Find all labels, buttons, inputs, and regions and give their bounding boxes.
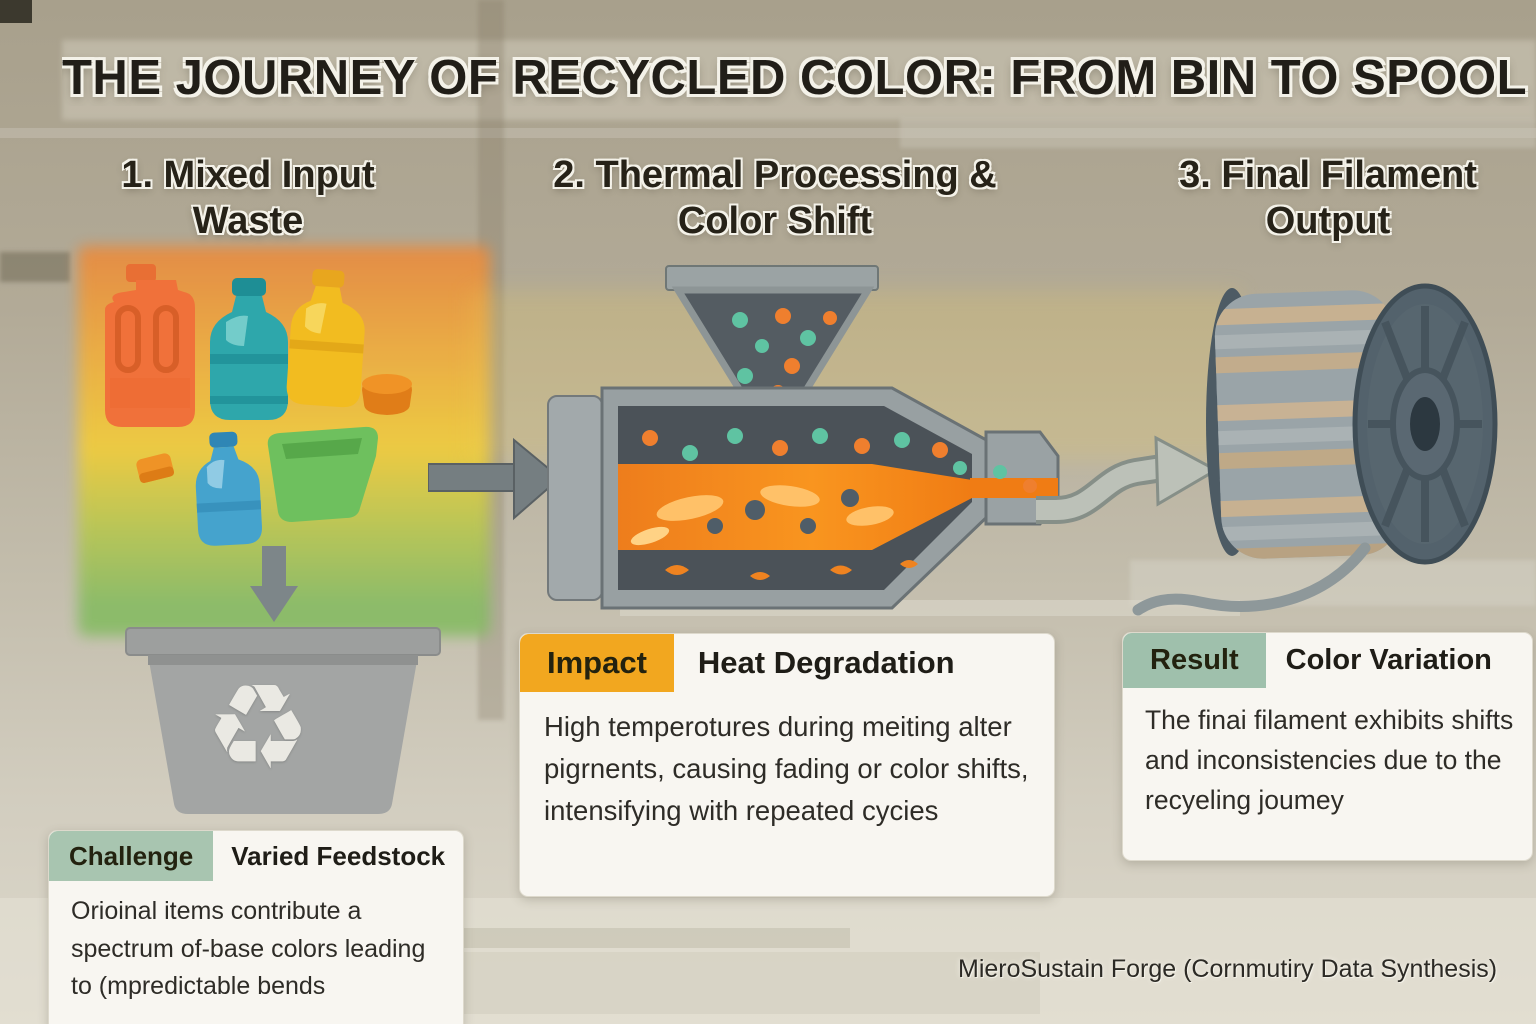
extruder-illustration (547, 265, 1060, 610)
impact-badge: Impact (520, 634, 674, 692)
mixed-waste-illustration (105, 264, 412, 622)
impact-card: Impact Heat Degradation High temperoture… (519, 633, 1055, 897)
result-card-title: Color Variation (1285, 644, 1492, 676)
orange-cap-icon (362, 374, 412, 415)
result-card: Result Color Variation The finai filamen… (1122, 632, 1533, 861)
background-band (430, 952, 1040, 1014)
background-band (0, 252, 70, 282)
step-2-heading: 2. Thermal Processing & Color Shift (553, 154, 997, 243)
background-band (900, 118, 1536, 148)
impact-card-body: High temperotures during meiting alter p… (544, 711, 1029, 826)
spool-illustration (1132, 283, 1498, 616)
molten-plastic (618, 464, 1058, 550)
hopper-icon (665, 265, 879, 414)
orange-jug-icon (105, 264, 195, 427)
down-arrow-icon (250, 546, 298, 622)
teal-bottle-icon (210, 278, 288, 420)
arrow-wavy-icon (1036, 435, 1220, 524)
blue-bottle-icon (195, 431, 262, 546)
impact-card-title: Heat Degradation (697, 645, 955, 680)
result-badge: Result (1123, 633, 1266, 688)
result-card-body: The finai filament exhibits shifts and i… (1145, 705, 1514, 815)
arrow-right-icon (428, 437, 562, 521)
attribution-text: MieroSustain Forge (Cornmutiry Data Synt… (958, 955, 1498, 983)
yellow-bottle-icon (286, 269, 365, 408)
challenge-badge: Challenge (49, 831, 214, 881)
page-title: THE JOURNEY OF RECYCLED COLOR: FROM BIN … (62, 51, 1528, 105)
recycle-bin-illustration (125, 627, 441, 814)
challenge-card-title: Varied Feedstock (231, 840, 446, 871)
step-1-heading: 1. Mixed Input Waste (121, 154, 375, 243)
spool-right-flange (1352, 283, 1498, 565)
green-tub-icon (267, 426, 378, 522)
background-band (0, 128, 1536, 138)
challenge-card: Challenge Varied Feedstock Orioinal item… (48, 830, 464, 1024)
challenge-card-body: Orioinal items contribute a spectrum of-… (71, 897, 426, 1000)
impact-card-header: Impact Heat Degradation (520, 634, 1054, 692)
loose-filament-strand (1132, 542, 1371, 616)
background-band (0, 0, 32, 23)
result-card-header: Result Color Variation (1123, 633, 1532, 688)
challenge-card-header: Challenge Varied Feedstock (49, 831, 463, 881)
step-3-heading: 3. Final Filament Output (1179, 154, 1477, 243)
recycle-symbol-icon: ♻ (205, 658, 311, 796)
pellets-in-chamber (642, 428, 1037, 493)
orange-cap-small-icon (136, 453, 175, 483)
molten-flecks (665, 560, 918, 580)
